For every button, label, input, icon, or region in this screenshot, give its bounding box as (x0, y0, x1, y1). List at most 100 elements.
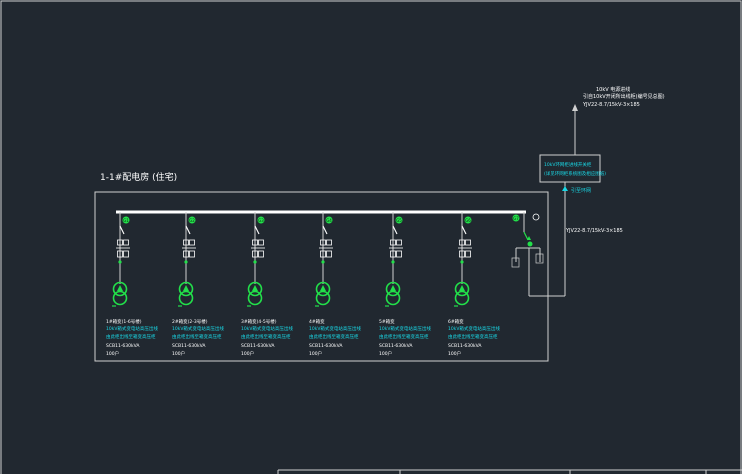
feeder-bay-tag-text: G6 (465, 218, 471, 223)
feeder-indicator (253, 260, 257, 264)
feeder-fuse-symbol (326, 250, 332, 258)
feeder-bay-tag (188, 216, 196, 224)
feeder-name: 3#箱变(4-5号楼) (241, 318, 277, 325)
feeder-fuse-symbol (117, 250, 123, 258)
incomer-bay-tag (512, 214, 520, 222)
feeder-ct-symbol (123, 239, 129, 246)
feeder-desc1: 10kV箱式变电站高压出线 (448, 325, 500, 332)
feeder-load-switch (322, 225, 328, 235)
ring-unit-line1: 10kV环网柜进线开关柜 (544, 161, 592, 168)
ring-unit-below-label: 引至环网 (571, 187, 591, 194)
feeder-fuse-symbol (258, 250, 264, 258)
feeder-name: 1#箱变(1-6号楼) (106, 318, 142, 325)
feeder-note: 100户 (309, 350, 322, 357)
title-block (277, 469, 742, 474)
transformer-symbol (385, 290, 401, 306)
feeder-desc2: 由此柜出线至箱变高压柜 (379, 333, 429, 340)
transformer-symbol (385, 281, 401, 297)
room-enclosure (94, 191, 549, 362)
feeder-indicator (391, 260, 395, 264)
feeder-bay-tag-text: G5 (396, 218, 402, 223)
transformer-winding-mark (390, 285, 396, 291)
feeder-bay: G22#箱变(2-3号楼)10kV箱式变电站高压出线由此柜出线至箱变高压柜SCB… (172, 212, 224, 357)
feeder-fuse-symbol (459, 250, 465, 258)
feeder-fuse-symbol (123, 250, 129, 258)
feeder-fuse-symbol (465, 250, 471, 258)
feeder-ct-symbol (183, 239, 189, 246)
top-cable-line2: 引自10kV开闭所出线柜(编号见总图) (583, 93, 665, 100)
incomer-meter-symbol (532, 213, 540, 221)
incomer-cable-label: YJV22-8.7/15kV-3×185 (565, 228, 623, 234)
feeder-indicator (184, 260, 188, 264)
feeder-name: 6#箱变 (448, 318, 464, 325)
feeder-bay: G66#箱变10kV箱式变电站高压出线由此柜出线至箱变高压柜SCB11-630k… (448, 212, 500, 357)
transformer-symbol (247, 281, 263, 297)
feeder-ct-symbol (465, 239, 471, 246)
incomer-bay: G7 (511, 212, 544, 268)
feeder-load-switch (254, 225, 260, 235)
feeder-desc1: 10kV箱式变电站高压出线 (241, 325, 293, 332)
room-title: 1-1#配电房 (住宅) (100, 171, 177, 183)
feeder-ct-symbol (189, 239, 195, 246)
feeder-load-switch (185, 225, 191, 235)
feeder-desc1: 10kV箱式变电站高压出线 (379, 325, 431, 332)
feeder-ct-symbol (390, 239, 396, 246)
feeder-fuse-symbol (252, 250, 258, 258)
feeder-desc2: 由此柜出线至箱变高压柜 (309, 333, 359, 340)
feeder-model: SCB11-630kVA (241, 343, 275, 349)
feeder-model: SCB11-630kVA (448, 343, 482, 349)
feeder-note: 100户 (448, 350, 461, 357)
ring-unit-line2: (详见环网柜系统图及相应图纸) (544, 170, 606, 177)
feeder-fuse-symbol (320, 250, 326, 258)
transformer-symbol (454, 281, 470, 297)
transformer-symbol (112, 290, 128, 306)
feeder-load-switch (119, 225, 125, 235)
transformer-symbol (178, 290, 194, 306)
feeder-desc2: 由此柜出线至箱变高压柜 (106, 333, 156, 340)
incomer-arrestor-symbol (527, 236, 531, 240)
feeder-bay-tag-text: G2 (189, 218, 195, 223)
feeder-ct-symbol (396, 239, 402, 246)
feeder-fuse-symbol (396, 250, 402, 258)
feeder-bay-tag-text: G4 (326, 218, 332, 223)
feeder-ct-symbol (258, 239, 264, 246)
feeder-ct-symbol (252, 239, 258, 246)
feeder-note: 100户 (172, 350, 185, 357)
transformer-winding-mark (183, 285, 189, 291)
feeder-name: 5#箱变 (379, 318, 395, 325)
feeder-name: 4#箱变 (309, 318, 325, 325)
ring-down-arrow (562, 186, 568, 191)
feeder-bay: G11#箱变(1-6号楼)10kV箱式变电站高压出线由此柜出线至箱变高压柜SCB… (106, 212, 158, 357)
feeder-indicator (321, 260, 325, 264)
transformer-winding-mark (320, 285, 326, 291)
feeder-note: 100户 (379, 350, 392, 357)
feeder-load-switch (461, 225, 467, 235)
feeder-bays: G11#箱变(1-6号楼)10kV箱式变电站高压出线由此柜出线至箱变高压柜SCB… (106, 212, 500, 357)
incomer-switch (523, 231, 529, 241)
feeder-desc2: 由此柜出线至箱变高压柜 (172, 333, 222, 340)
feeder-desc2: 由此柜出线至箱变高压柜 (241, 333, 291, 340)
feeder-bay-tag-text: G3 (258, 218, 264, 223)
feeder-fuse-symbol (183, 250, 189, 258)
transformer-symbol (315, 281, 331, 297)
feeder-model: SCB11-630kVA (172, 343, 206, 349)
incomer-bay-tag-text: G7 (513, 216, 519, 221)
transformer-symbol (247, 290, 263, 306)
transformer-symbol (454, 290, 470, 306)
feeder-ct-symbol (326, 239, 332, 246)
feeder-desc1: 10kV箱式变电站高压出线 (309, 325, 361, 332)
top-cable-line1: 10kV 电源进线 (596, 86, 630, 93)
feeder-ct-symbol (459, 239, 465, 246)
feeder-ct-symbol (117, 239, 123, 246)
top-cable-line3: YJV22-8.7/15kV-3×185 (582, 102, 640, 108)
feeder-model: SCB11-630kVA (379, 343, 413, 349)
feeder-note: 100户 (106, 350, 119, 357)
feeder-note: 100户 (241, 350, 254, 357)
feeder-fuse-symbol (390, 250, 396, 258)
transformer-winding-mark (117, 285, 123, 291)
feeder-bay-tag (257, 216, 265, 224)
transformer-winding-mark (459, 285, 465, 291)
